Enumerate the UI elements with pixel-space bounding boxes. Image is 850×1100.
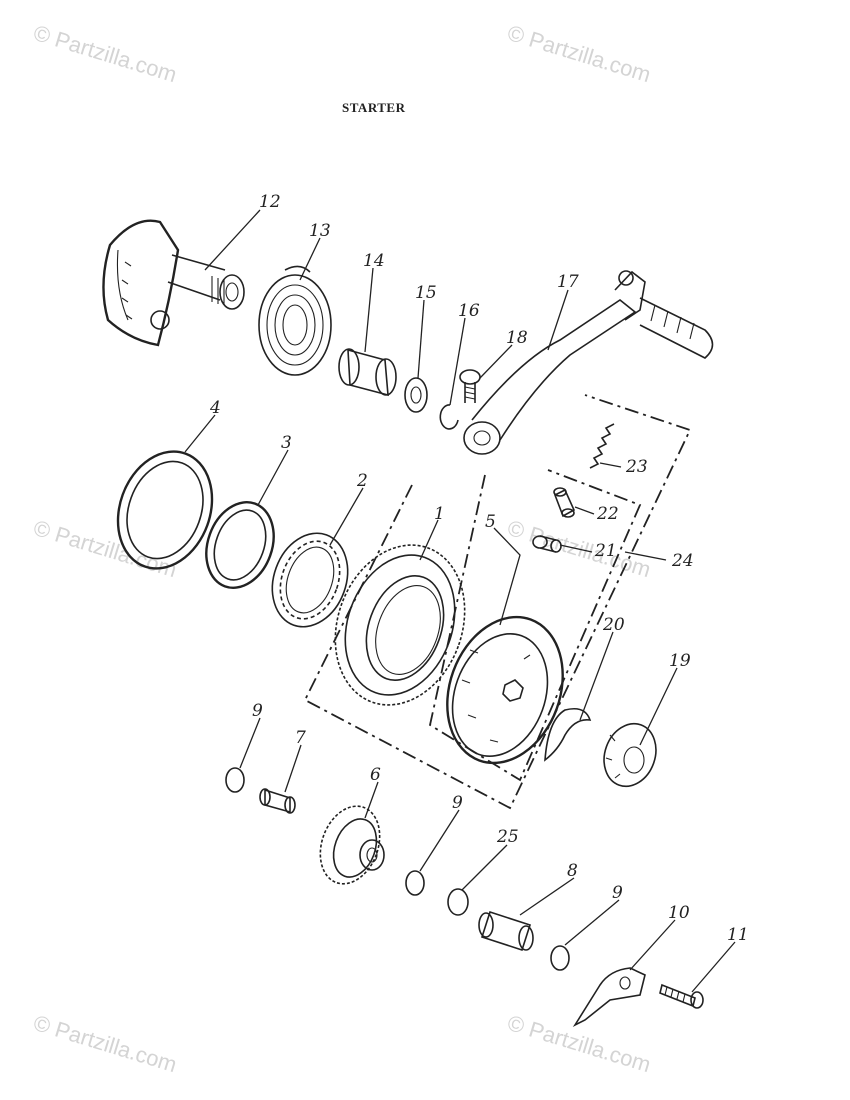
bolt-11 [659,983,704,1009]
stopper-plate [572,967,646,1027]
stopper-plate-hole [619,976,631,990]
pin-21 [532,535,562,553]
diagram-title: STARTER [342,100,406,115]
subassembly-outline [428,469,642,782]
assembly-outline [303,394,692,810]
bushing [338,348,397,397]
callout-23: 23 [625,457,648,477]
callout-24: 24 [671,551,694,571]
callout-12: 12 [259,192,281,212]
callout-2: 2 [356,471,368,491]
bolt-18 [459,369,481,403]
callout-6: 6 [370,765,381,785]
callout-17: 17 [557,272,579,292]
ring-gear [334,544,466,706]
callout-16: 16 [458,301,480,321]
idler-shaft [478,910,534,952]
callout-9: 9 [452,793,463,813]
small-spring [589,423,615,469]
starter-spring [258,265,332,376]
ring-4 [116,450,214,570]
washer-15-hole [410,386,422,404]
callout-14: 14 [363,251,385,271]
callout-9: 9 [252,701,263,721]
callout-19: 19 [669,651,691,671]
callout-11: 11 [727,925,749,945]
callout-25: 25 [496,827,519,847]
callout-7: 7 [295,728,306,748]
kick-lever [463,270,714,455]
callout-3: 3 [281,433,292,453]
callout-4: 4 [209,398,221,418]
callout-5: 5 [485,512,496,532]
needle-bearing [271,532,349,628]
circlip [439,404,459,430]
callout-9: 9 [612,883,623,903]
leader-lines [184,209,736,993]
clutch-hub [446,615,564,765]
callout-18: 18 [506,328,528,348]
callout-22: 22 [596,504,619,524]
needle-bearing-small [259,788,296,814]
callout-10: 10 [668,903,690,923]
spring-plate [544,707,592,762]
idler-gear [319,805,385,885]
ring-3 [205,501,275,589]
roller-22 [553,487,576,518]
callout-20: 20 [602,615,625,635]
callout-15: 15 [415,283,437,303]
washer-25 [447,888,469,916]
washer-9 [405,870,425,896]
callout-21: 21 [594,541,617,561]
starter-shaft [102,219,245,347]
washer-15 [404,377,428,413]
callout-13: 13 [309,221,331,241]
callout-1: 1 [434,504,445,524]
cam-19 [603,722,657,788]
washer-9 [225,767,245,793]
washer-9 [550,945,570,971]
callout-8: 8 [567,861,578,881]
